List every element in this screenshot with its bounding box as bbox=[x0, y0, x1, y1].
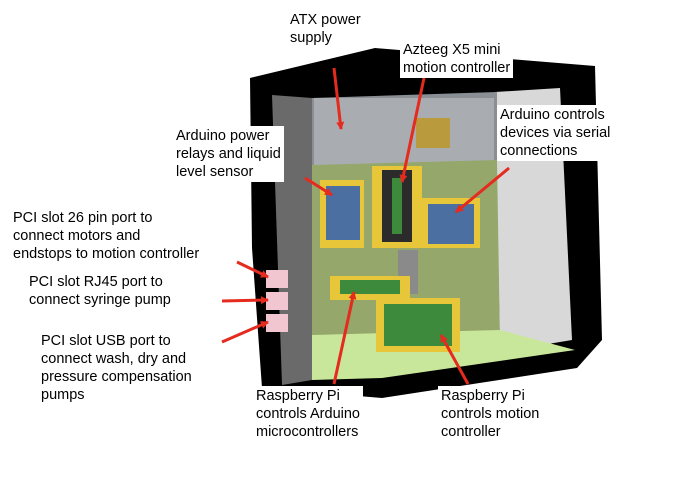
arduino-right-board bbox=[428, 204, 474, 244]
arrow-pci26 bbox=[236, 260, 269, 279]
label-azteeg-controller: Azteeg X5 mini motion controller bbox=[400, 40, 514, 78]
arrow-rj45 bbox=[221, 296, 269, 305]
rpi-arduino-board bbox=[340, 280, 400, 294]
label-pci-usb: PCI slot USB port to connect wash, dry a… bbox=[38, 331, 195, 405]
arrow-arduino-serial bbox=[455, 166, 510, 214]
arrow-azteeg bbox=[399, 77, 426, 183]
label-atx-power-supply: ATX power supply bbox=[287, 10, 364, 48]
arrow-rpi-motion bbox=[439, 334, 470, 385]
label-pci-26pin: PCI slot 26 pin port to connect motors a… bbox=[10, 208, 203, 264]
pci-slot-usb bbox=[266, 314, 288, 332]
azteeg-chip bbox=[392, 178, 402, 234]
arrow-rpi-arduino bbox=[332, 291, 357, 385]
pci-slot-26pin bbox=[266, 270, 288, 288]
atx-power-supply bbox=[314, 98, 494, 166]
pci-slot-rj45 bbox=[266, 292, 288, 310]
label-arduino-power: Arduino power relays and liquid level se… bbox=[173, 126, 284, 182]
arrow-usb bbox=[221, 320, 269, 344]
arrow-arduino-power bbox=[304, 176, 333, 197]
label-rpi-arduino: Raspberry Pi controls Arduino microcontr… bbox=[253, 386, 363, 442]
brass-bracket bbox=[416, 118, 450, 148]
label-rpi-motion: Raspberry Pi controls motion controller bbox=[438, 386, 543, 442]
rpi-motion-board bbox=[384, 304, 452, 346]
label-pci-rj45: PCI slot RJ45 port to connect syringe pu… bbox=[26, 272, 174, 310]
label-arduino-serial: Arduino controls devices via serial conn… bbox=[497, 105, 614, 161]
arrow-atx bbox=[332, 67, 345, 130]
